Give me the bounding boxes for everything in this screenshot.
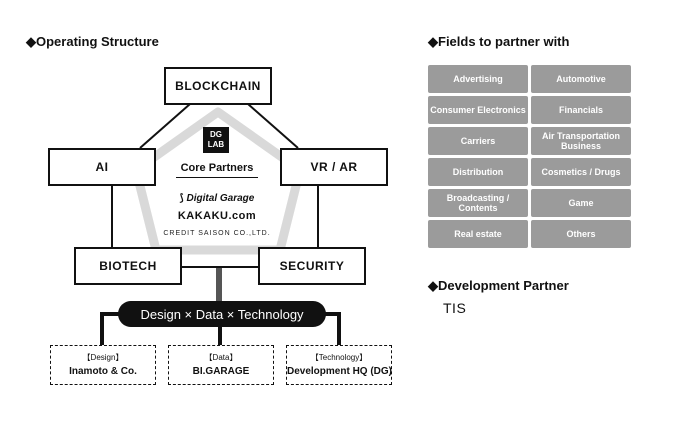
fields-heading: ◆Fields to partner with — [428, 34, 570, 49]
node-ai: AI — [48, 148, 156, 186]
team-technology: 【Technology】 Development HQ (DG) — [286, 345, 392, 385]
partner-credit-saison: CREDIT SAISON CO.,LTD. — [163, 230, 271, 237]
node-biotech: BIOTECH — [74, 247, 182, 285]
core-partners-title: Core Partners — [176, 162, 258, 178]
development-partner-heading: ◆Development Partner — [428, 278, 569, 293]
field-tile: Air Transportation Business — [531, 127, 631, 155]
connector-branch-design — [100, 312, 119, 346]
partner-digital-garage-label: Digital Garage — [186, 193, 255, 204]
partner-digital-garage: ⟆Digital Garage — [150, 193, 284, 204]
field-tile: Others — [531, 220, 631, 248]
team-technology-role: 【Technology】 — [310, 353, 368, 362]
team-design-role: 【Design】 — [82, 353, 124, 362]
field-tile: Game — [531, 189, 631, 217]
digital-garage-logo-icon: ⟆ — [179, 193, 184, 204]
node-security: SECURITY — [258, 247, 366, 285]
dg-lab-logo-line1: DG — [210, 130, 222, 139]
team-data: 【Data】 BI.GARAGE — [168, 345, 274, 385]
partner-kakaku: KAKAKU.com — [177, 210, 257, 222]
development-partner-name: TIS — [443, 300, 467, 316]
field-tile: Carriers — [428, 127, 528, 155]
team-design-name: Inamoto & Co. — [69, 366, 137, 377]
connector-blockchain-ai — [139, 103, 191, 149]
connector-branch-technology — [325, 312, 341, 346]
field-tile: Cosmetics / Drugs — [531, 158, 631, 186]
fields-grid: Advertising Automotive Consumer Electron… — [428, 65, 634, 248]
team-data-role: 【Data】 — [204, 353, 238, 362]
design-data-technology-banner: Design × Data × Technology — [118, 301, 326, 327]
node-vr-ar: VR / AR — [280, 148, 388, 186]
field-tile: Advertising — [428, 65, 528, 93]
field-tile: Financials — [531, 96, 631, 124]
node-blockchain: BLOCKCHAIN — [164, 67, 272, 105]
field-tile: Automotive — [531, 65, 631, 93]
dg-lab-logo: DG LAB — [203, 127, 229, 153]
connector-blockchain-vrar — [247, 103, 299, 149]
dg-lab-logo-line2: LAB — [207, 140, 225, 149]
operating-structure-heading: ◆Operating Structure — [26, 34, 159, 49]
field-tile: Distribution — [428, 158, 528, 186]
team-technology-name: Development HQ (DG) — [287, 366, 393, 377]
field-tile: Real estate — [428, 220, 528, 248]
team-design: 【Design】 Inamoto & Co. — [50, 345, 156, 385]
field-tile: Consumer Electronics — [428, 96, 528, 124]
team-data-name: BI.GARAGE — [192, 366, 250, 377]
field-tile: Broadcasting / Contents — [428, 189, 528, 217]
